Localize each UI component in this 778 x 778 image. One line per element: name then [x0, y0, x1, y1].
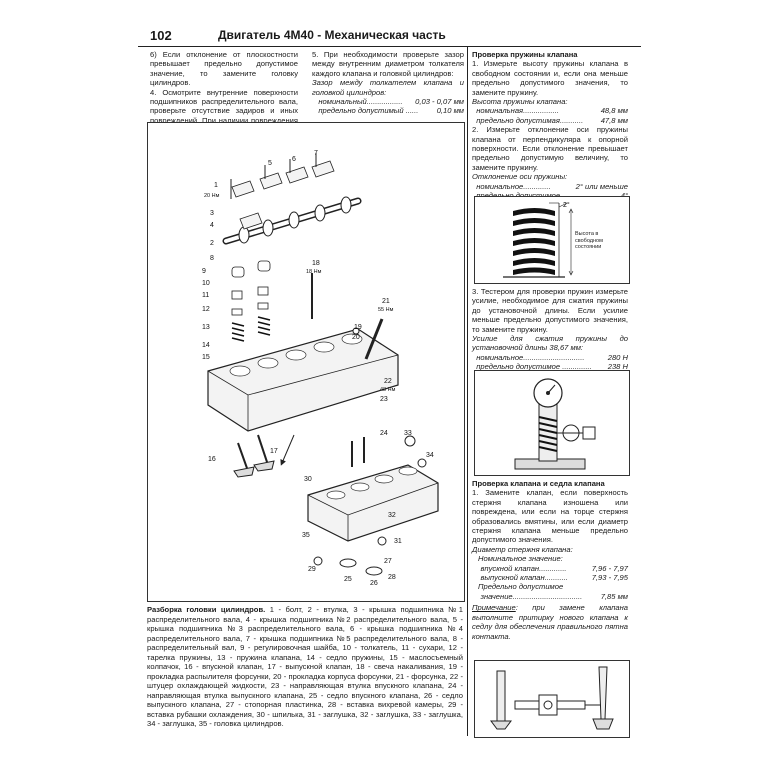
exploded-view-drawing: 1 20 Нм 2 3 4 5 6 7 8 9 10 11 12 13 14 1… [202, 150, 439, 587]
part-label-28: 28 [388, 574, 396, 581]
spec-title: Зазор между толкателем клапана и головко… [312, 78, 464, 97]
spring-drawing: 2° Высота в свободном состоянии [503, 201, 603, 278]
torque-label-18: 18 Нм [306, 269, 322, 275]
part-label-29: 29 [308, 566, 316, 573]
part-label-11: 11 [202, 292, 209, 299]
part-label-26: 26 [370, 580, 378, 587]
spec-title: Отклонение оси пружины: [472, 172, 568, 182]
page-header: 102 Двигатель 4M40 - Механическая часть [138, 26, 641, 47]
paragraph: 1. Замените клапан, если поверхность сте… [472, 488, 628, 545]
part-label-1: 1 [214, 182, 218, 189]
spring-height-figure: 2° Высота в свободном состоянии [474, 196, 630, 284]
spec-row: предельно допустимое..............4° [472, 191, 628, 200]
paragraph: 6) Если отклонение от плоскостности прев… [150, 50, 298, 88]
part-label-8: 8 [210, 255, 214, 262]
spec-row: выпускной клапан...........7,93 - 7,95 [480, 573, 628, 583]
caption-title: Разборка головки цилиндров. [147, 605, 266, 614]
text-column-3: Проверка пружины клапана 1. Измерьте выс… [472, 50, 628, 201]
cylinder-head-exploded-figure: 1 20 Нм 2 3 4 5 6 7 8 9 10 11 12 13 14 1… [147, 122, 465, 602]
spring-tester-drawing [514, 378, 596, 470]
paragraph: 1. Измерьте высоту пружины клапана в сво… [472, 59, 628, 97]
caption-text: 1 - болт, 2 - втулка, 3 - крышка подшипн… [147, 605, 463, 728]
part-label-22: 22 [384, 378, 392, 385]
part-label-13: 13 [202, 324, 210, 331]
part-label-9: 9 [202, 268, 206, 275]
part-label-12: 12 [202, 306, 210, 313]
valve-stem-figure [474, 660, 630, 738]
part-label-17: 17 [270, 448, 278, 455]
part-label-18: 18 [312, 260, 320, 267]
part-labels: 1 20 Нм 2 3 4 5 6 7 8 9 10 11 12 13 14 1… [202, 150, 434, 587]
spec-row: номинальное.............2° или меньше [476, 181, 628, 191]
part-label-34: 34 [426, 452, 434, 459]
spec-row: значение................................… [480, 591, 628, 601]
part-label-25: 25 [344, 576, 352, 583]
part-label-16: 16 [208, 456, 216, 463]
spring-tester-figure [474, 370, 630, 476]
spec-title: Высота пружины клапана: [472, 97, 568, 107]
spec-row: предельно допустимый ......0,10 мм [318, 106, 464, 116]
part-label-3: 3 [210, 210, 214, 217]
part-label-19: 19 [354, 324, 362, 331]
part-label-30: 30 [304, 476, 312, 483]
spec-subtitle: Номинальное значение: [478, 554, 563, 564]
part-label-33: 33 [404, 430, 412, 437]
spec-row: предельно допустимая...........47,8 мм [476, 115, 628, 125]
part-label-10: 10 [202, 280, 210, 287]
spec-title: Усилие для сжатия пружины до установочно… [472, 334, 628, 353]
part-label-32: 32 [388, 512, 396, 519]
part-label-15: 15 [202, 354, 210, 361]
paragraph: 3. Тестером для проверки пружин измерьте… [472, 287, 628, 334]
torque-label-21: 55 Нм [378, 307, 394, 313]
torque-label-1: 20 Нм [204, 193, 220, 199]
spec-row: предельно допустимое ..............238 Н [476, 362, 628, 372]
text-column-3c: Проверка клапана и седла клапана 1. Заме… [472, 479, 628, 641]
torque-label-22: 48 Нм [380, 387, 396, 393]
spec-row: номинальная.................48,8 мм [476, 106, 628, 116]
text-column-3b: 3. Тестером для проверки пружин измерьте… [472, 287, 628, 372]
spec-row: впускной клапан.............7,96 - 7,97 [480, 563, 628, 573]
spec-row: номинальный.................0,03 - 0,07 … [318, 97, 464, 107]
section-title: Проверка пружины клапана [472, 50, 578, 59]
part-label-24: 24 [380, 430, 388, 437]
free-height-label: Высота в свободном состоянии [575, 231, 603, 250]
page-number: 102 [150, 28, 172, 43]
page-title: Двигатель 4M40 - Механическая часть [218, 28, 446, 42]
part-label-6: 6 [292, 156, 296, 163]
part-label-2: 2 [210, 240, 214, 247]
part-label-27: 27 [384, 558, 392, 565]
paragraph: 2. Измерьте отклонение оси пружины клапа… [472, 125, 628, 172]
paragraph: 5. При необходимости проверьте зазор меж… [312, 50, 464, 78]
note: Примечание: при замене клапана выполните… [472, 603, 628, 641]
part-label-35: 35 [302, 532, 310, 539]
text-column-2: 5. При необходимости проверьте зазор меж… [312, 50, 464, 116]
valve-stem-drawing [490, 666, 614, 730]
spec-row: номинальное.............................… [476, 352, 628, 362]
figure-caption: Разборка головки цилиндров. 1 - болт, 2 … [147, 605, 463, 729]
part-label-21: 21 [382, 298, 390, 305]
part-label-4: 4 [210, 222, 214, 229]
part-label-23: 23 [380, 396, 388, 403]
part-label-20: 20 [352, 334, 360, 341]
part-label-5: 5 [268, 160, 272, 167]
section-title: Проверка клапана и седла клапана [472, 479, 605, 488]
part-label-14: 14 [202, 342, 210, 349]
part-label-31: 31 [394, 538, 402, 545]
column-divider [467, 46, 468, 736]
angle-label: 2° [563, 201, 570, 209]
spec-title: Диаметр стержня клапана: [472, 544, 573, 554]
spec-subtitle: Предельно допустимое [478, 582, 564, 592]
part-label-7: 7 [314, 150, 318, 157]
